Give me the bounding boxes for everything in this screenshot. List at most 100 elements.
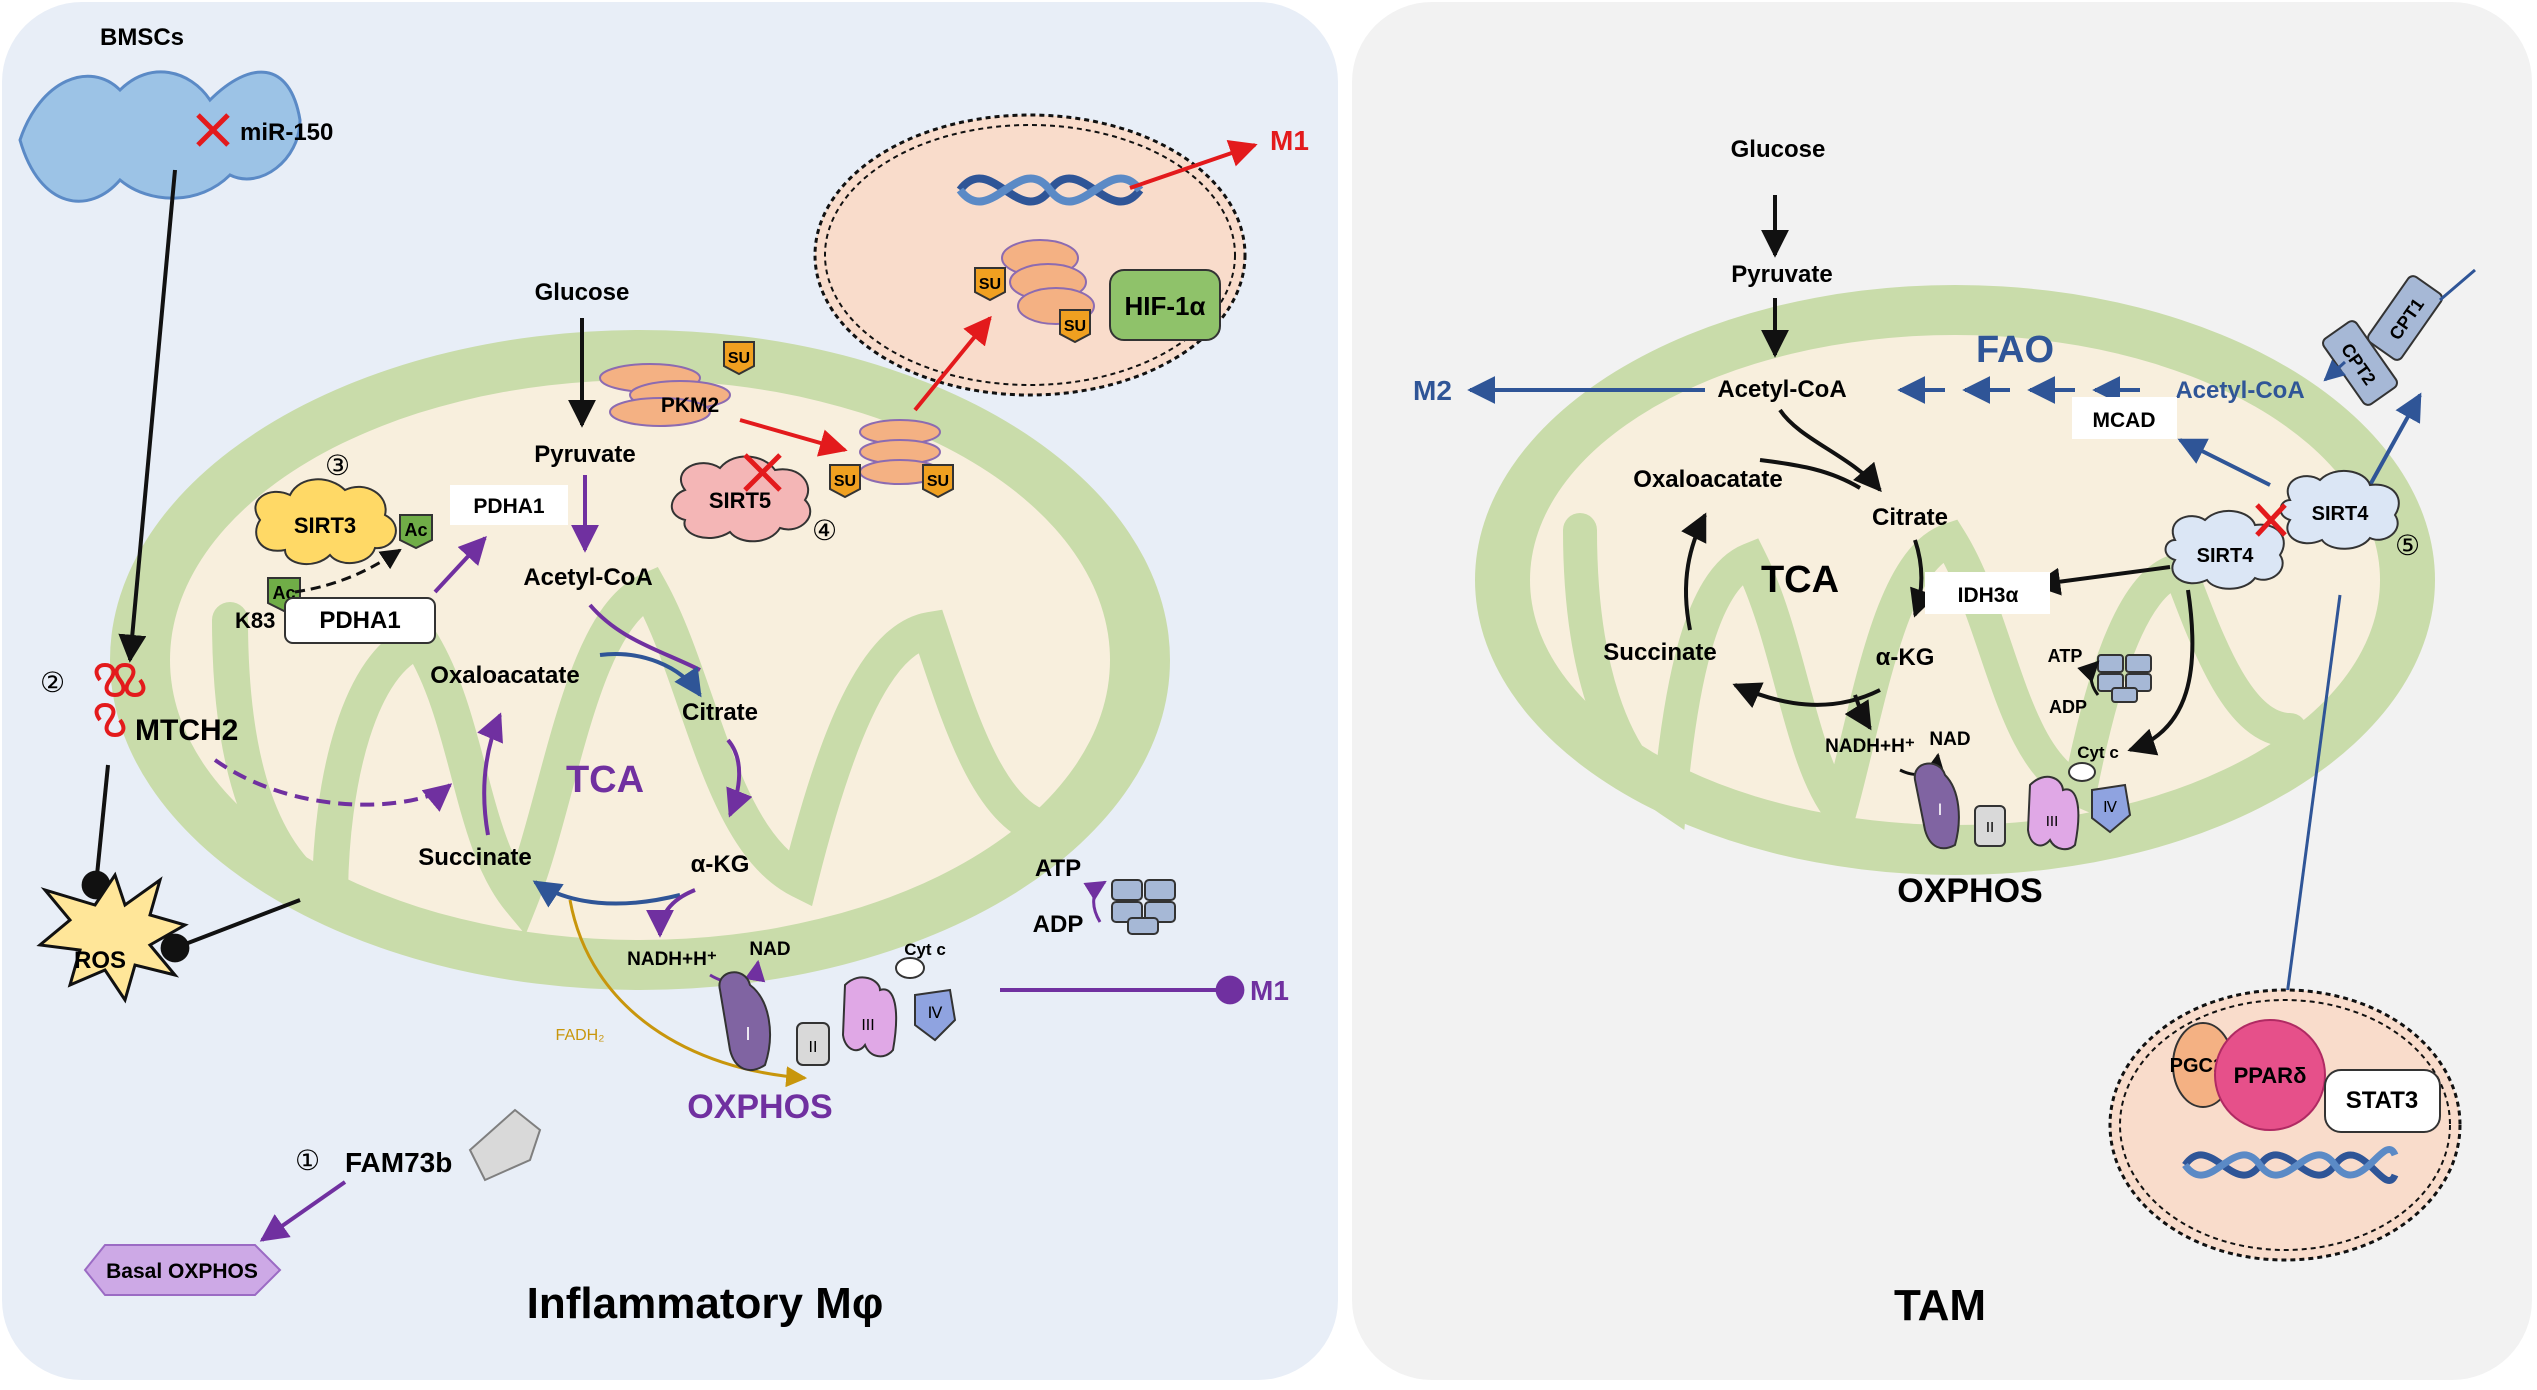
- complex-label: I: [745, 1024, 750, 1044]
- su-label: SU: [1064, 318, 1086, 335]
- sirt4-to-cpt-arrow: [2368, 392, 2422, 486]
- bmsc-label: BMSCs: [100, 24, 184, 51]
- cpt-to-acetylcoa-arrow: [2323, 359, 2347, 382]
- ac-tag-1: Ac: [399, 514, 433, 550]
- citrate-label-right: Citrate: [1872, 504, 1948, 531]
- complex-label: II: [1986, 819, 1994, 836]
- akg-to-succinate-right: [1732, 682, 1881, 709]
- sirt5-num: ④: [812, 515, 837, 546]
- mtch2-label: MTCH2: [135, 714, 238, 747]
- complex-iv-left: Ⅳ: [914, 988, 957, 1042]
- fam73b-to-basal-arrow: [259, 1180, 347, 1242]
- complex-label: II: [809, 1039, 818, 1056]
- su-label: SU: [728, 350, 750, 367]
- pyruvate-label-left: Pyruvate: [534, 441, 635, 468]
- fadh2-label-left: FADH₂: [556, 1027, 605, 1044]
- ppard-label: PPARδ: [2234, 1063, 2307, 1088]
- fam73b-pentagon-icon: [468, 1108, 542, 1182]
- adp-label-right: ADP: [2049, 697, 2087, 717]
- acetylcoa-to-citrate-right: [1778, 408, 1882, 493]
- sirt5-cloud: SIRT5: [670, 455, 812, 543]
- oxaloacatate-label-right: Oxaloacatate: [1633, 466, 1782, 493]
- ros-burst: ROS: [36, 871, 189, 1004]
- pdha1-label: PDHA1: [473, 495, 545, 518]
- mtch2-dashed-arrow: [213, 758, 453, 812]
- akg-to-nadh-left: [646, 888, 696, 938]
- sirt4-to-mcad-arrow: [2177, 438, 2271, 487]
- mito-inhibit-ros: [160, 898, 301, 963]
- pdha1-activation-arrow: [433, 535, 487, 594]
- nad-label-left: NAD: [749, 939, 790, 960]
- complex-label: Ⅳ: [2103, 799, 2117, 816]
- sirt3-label: SIRT3: [294, 513, 356, 538]
- sirt4-a-label: SIRT4: [2197, 545, 2255, 567]
- stat3-box: STAT3: [2324, 1069, 2441, 1133]
- su-tag-nucleus-1: SU: [974, 267, 1006, 302]
- complex-label: III: [861, 1017, 874, 1034]
- pdha1-box: [284, 597, 436, 644]
- acetylcoa-label-right: Acetyl-CoA: [1717, 376, 1846, 403]
- mirna-label: miR-150: [240, 119, 333, 146]
- mcad-box: [2072, 397, 2177, 439]
- atp-label-right: ATP: [2048, 646, 2083, 666]
- complex-label: Ⅳ: [928, 1005, 943, 1022]
- complex-iv-right: Ⅳ: [2091, 783, 2132, 834]
- mtch2-num: ②: [40, 667, 65, 698]
- hif-complex: [1001, 239, 1095, 325]
- su-tag-pkm2: SU: [723, 341, 755, 376]
- oxphos-label-left: OXPHOS: [687, 1088, 832, 1126]
- su-tag-tetramer-2: SU: [922, 464, 954, 499]
- acetyl-dashed-arrow: [294, 548, 402, 594]
- idh3a-box: [1925, 572, 2050, 614]
- citrate-to-akg-right: [1910, 539, 1937, 618]
- bmsc-cell: [18, 70, 302, 203]
- pkm2-tetramer: [859, 419, 941, 485]
- akg-to-nadh-right: [1844, 694, 1872, 731]
- cytc-label-left: Cyt c: [904, 940, 946, 959]
- complex-i-left: I: [718, 971, 771, 1071]
- su-label: SU: [834, 473, 856, 490]
- m2-label: M2: [1413, 375, 1452, 406]
- tca-label-right: TCA: [1761, 559, 1839, 601]
- sirt3-num: ③: [325, 450, 350, 481]
- sirt4-b-label: SIRT4: [2312, 503, 2370, 525]
- left-mitochondrion: [110, 330, 1170, 990]
- mtch2-inhibit-ros: [81, 764, 111, 900]
- cpt-membrane-line: [2439, 268, 2476, 302]
- complex-label: III: [2046, 813, 2059, 830]
- su-label: SU: [927, 473, 949, 490]
- acetylcoa2-label: Acetyl-CoA: [2175, 377, 2304, 404]
- oxphos-label-right: OXPHOS: [1897, 872, 2042, 910]
- sirt3-cloud: SIRT3: [254, 478, 397, 566]
- succinate-label-right: Succinate: [1603, 639, 1716, 666]
- su-tag-tetramer-1: SU: [829, 464, 861, 499]
- fao-label: FAO: [1976, 329, 2054, 371]
- nadh-label-right: NADH+H⁺: [1825, 736, 1915, 757]
- pdha1-label-box: [450, 485, 568, 525]
- pkm2-complex: PKM2: [599, 363, 731, 427]
- mcad-label: MCAD: [2093, 409, 2156, 432]
- citrate-label-left: Citrate: [682, 699, 758, 726]
- fam73b-label: FAM73b: [345, 1147, 452, 1178]
- tca-label-left: TCA: [566, 759, 644, 801]
- cytc-icon-left: [895, 957, 925, 979]
- nadh-label-left: NADH+H⁺: [627, 949, 717, 970]
- oxaloacatate-to-citrate-right: [1759, 458, 1862, 490]
- fam73b-num: ①: [295, 1145, 320, 1176]
- sirt4-to-cytc-arrow: [2127, 589, 2195, 756]
- su-label: SU: [979, 276, 1001, 293]
- pkm2-to-tetramer-arrow: [739, 418, 848, 457]
- hif-box: HIF-1α: [1109, 269, 1221, 341]
- pdha1-box-label: PDHA1: [319, 607, 400, 634]
- arrow-to-m1-top: [1129, 139, 1258, 190]
- mirna-cross-icon: [196, 113, 230, 147]
- right-panel-title: TAM: [1894, 1281, 1986, 1330]
- glucose-label-right: Glucose: [1731, 136, 1826, 163]
- citrate-to-akg-left: [726, 738, 753, 818]
- complex-ii-left: II: [796, 1022, 830, 1066]
- dna-helix-right: [2182, 1145, 2399, 1185]
- stat3-label: STAT3: [2346, 1087, 2418, 1114]
- sirt4-cross-icon: [2255, 503, 2287, 537]
- complex-ii-right: II: [1974, 805, 2006, 847]
